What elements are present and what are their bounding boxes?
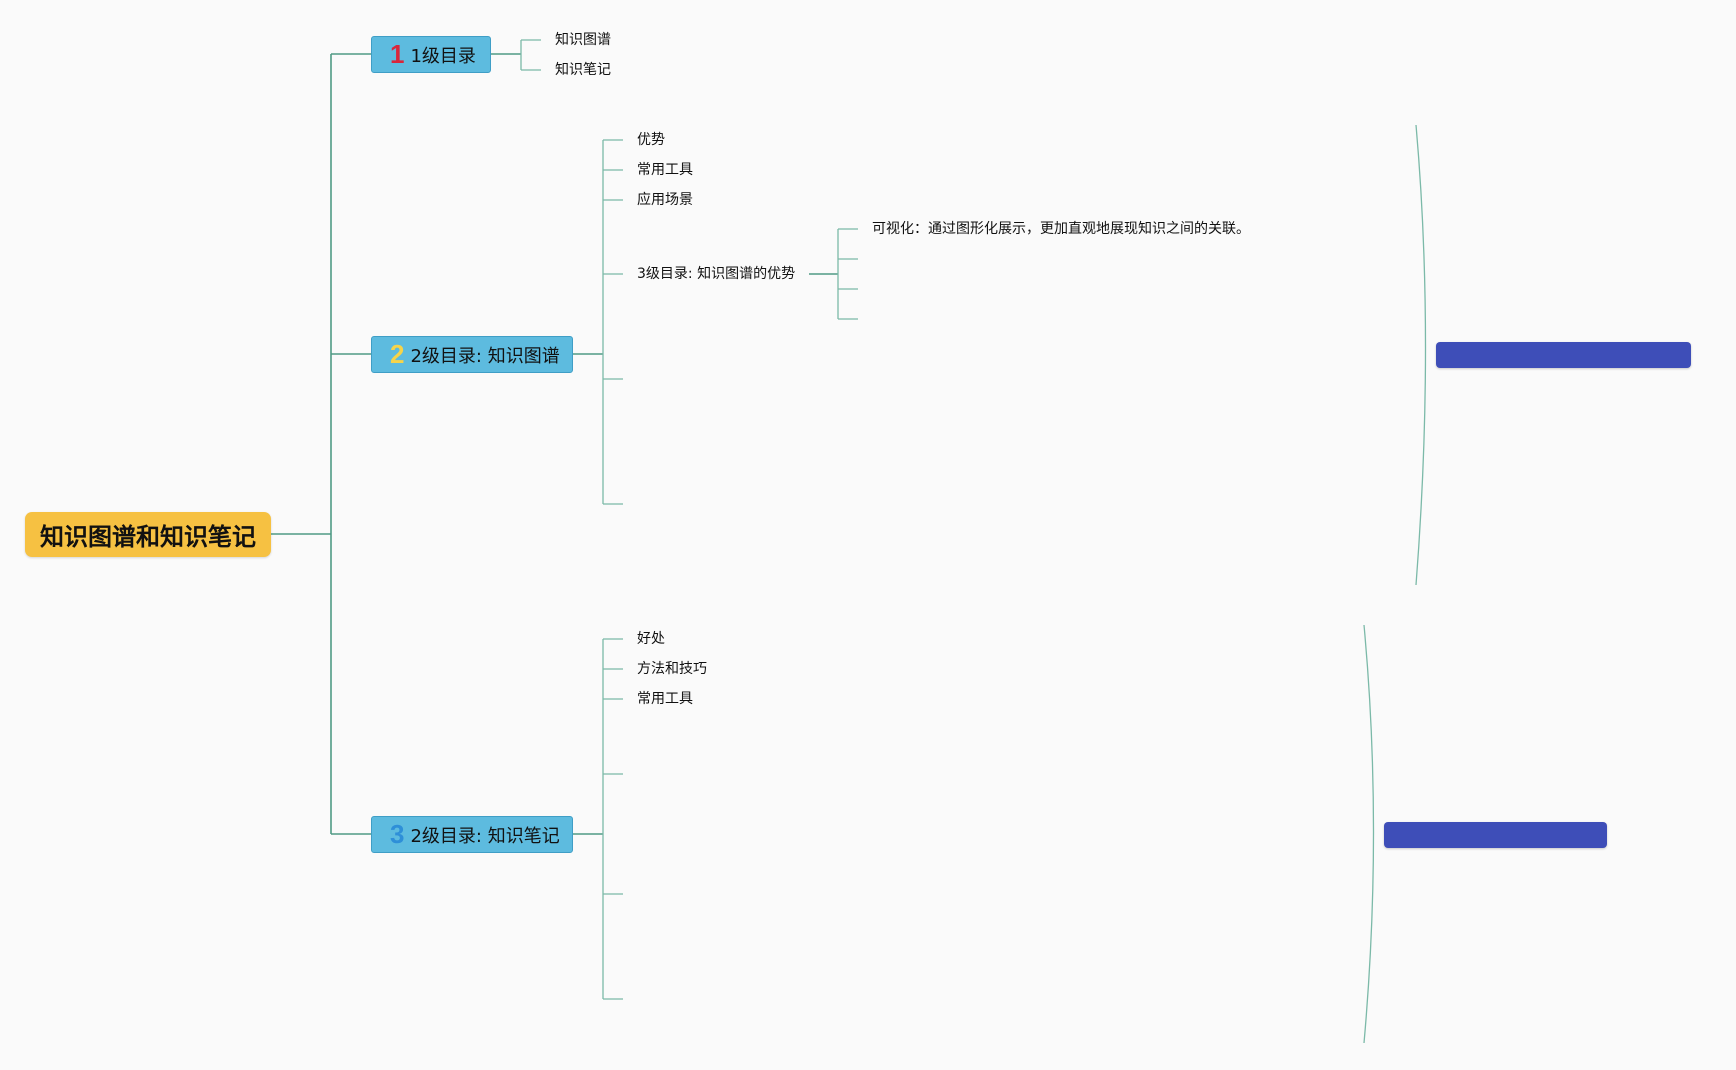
topic-2-leaf-2[interactable]: 常用工具 [637,162,693,178]
topic-2-leaf-4[interactable]: 3级目录: 知识图谱的优势 [637,266,796,282]
topic-3[interactable]: 3 2级目录: 知识笔记 [371,816,573,853]
topic-2[interactable]: 2 2级目录: 知识图谱 [371,336,573,373]
topic-3-leaf-1[interactable]: 好处 [637,631,665,647]
topic-2-label: 2级目录: 知识图谱 [410,345,560,367]
topic-2-leaf-1[interactable]: 优势 [637,132,665,148]
topic-2-leaf-3[interactable]: 应用场景 [637,192,693,208]
topic-1-label: 1级目录 [410,45,476,67]
summary-box-1[interactable] [1436,342,1691,368]
topic-2-number: 2 [390,339,405,369]
root-topic-label: 知识图谱和知识笔记 [40,523,256,551]
topic-1-number: 1 [390,39,405,69]
topic-3-label: 2级目录: 知识笔记 [410,825,560,847]
topic-1-leaf-2[interactable]: 知识笔记 [555,62,611,78]
topic-3-leaf-2[interactable]: 方法和技巧 [637,661,707,677]
topic-1-leaf-1[interactable]: 知识图谱 [555,32,611,48]
level3-leaf-1[interactable]: 可视化：通过图形化展示，更加直观地展现知识之间的关联。 [872,221,1250,237]
summary-box-2[interactable] [1384,822,1607,848]
topic-3-number: 3 [390,819,405,849]
topic-1[interactable]: 1 1级目录 [371,36,491,73]
root-topic[interactable]: 知识图谱和知识笔记 [25,512,271,557]
topic-3-leaf-3[interactable]: 常用工具 [637,691,693,707]
